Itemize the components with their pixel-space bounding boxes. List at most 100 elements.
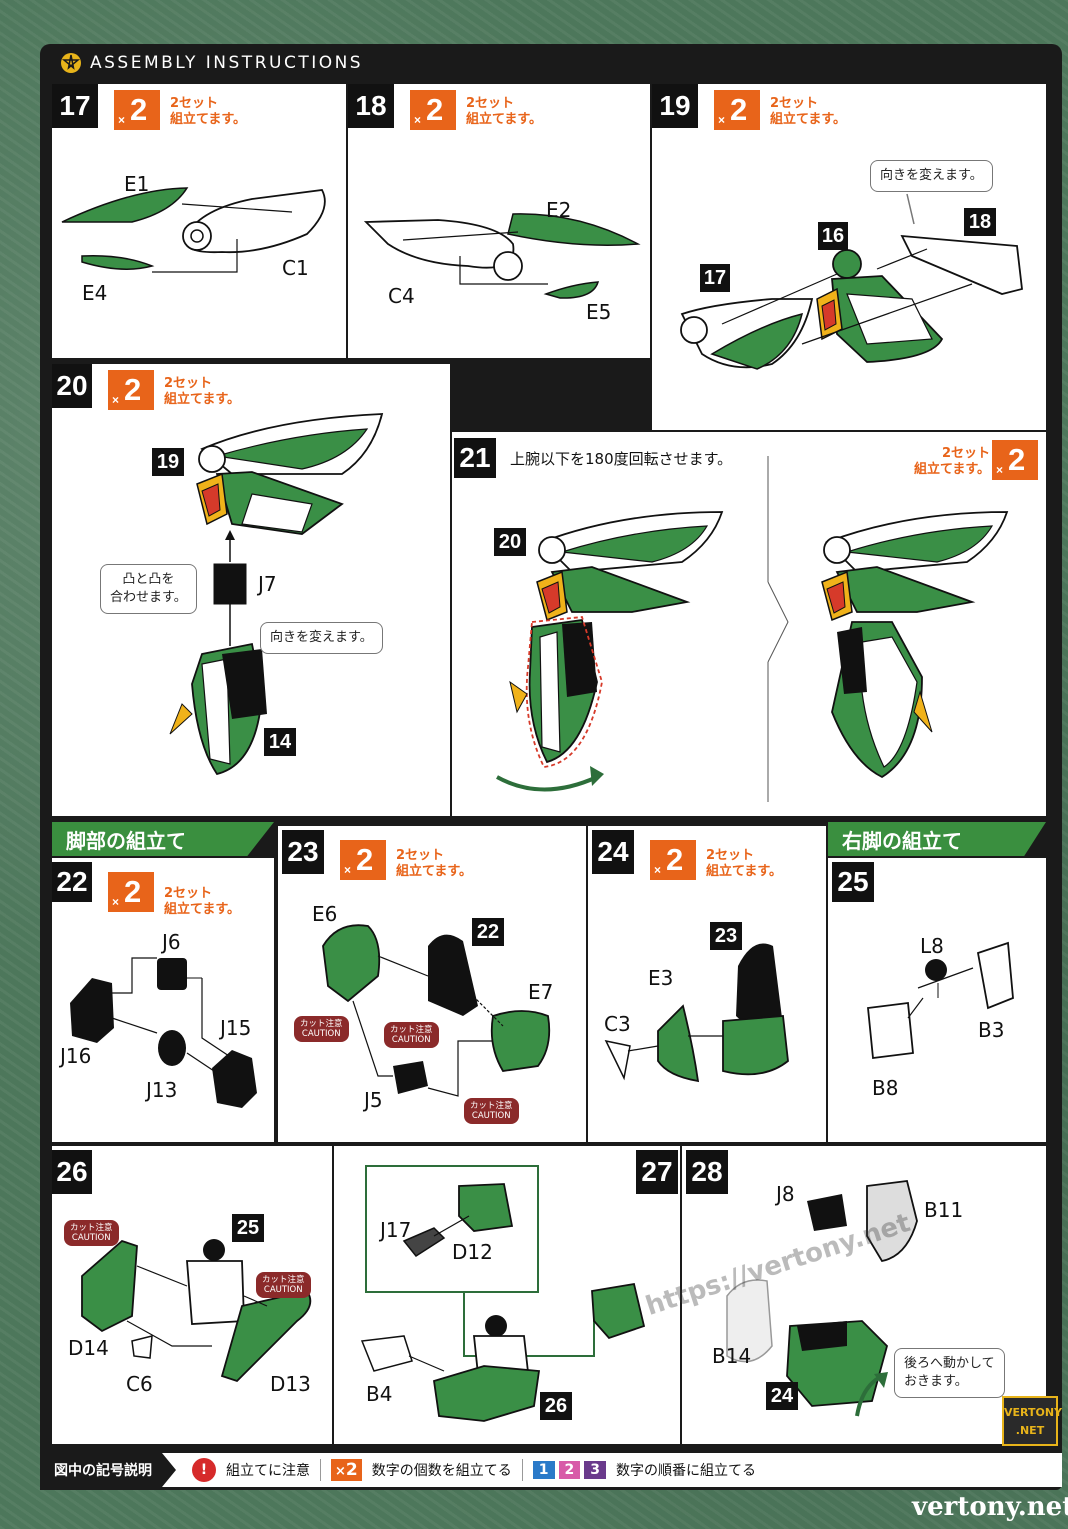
x2-badge: ×2 [108, 872, 154, 912]
x2-text: 2セット組立てます。 [706, 848, 783, 879]
part-label: C4 [388, 284, 415, 308]
step-17-panel: 17 ×2 2セット組立てます。 E1 C1 E4 [52, 84, 346, 358]
part-label: D12 [452, 1240, 493, 1264]
part-label: J7 [258, 572, 277, 596]
part-label: E6 [312, 902, 338, 926]
x2-text: 2セット組立てます。 [770, 96, 847, 127]
part-label: E3 [648, 966, 674, 990]
subassembly-label: 23 [710, 922, 742, 950]
step-22-panel: 22 ×2 2セット組立てます。 J6 J15 J16 J13 [52, 858, 274, 1142]
part-label: L8 [920, 934, 944, 958]
step-20-diagram [169, 413, 384, 776]
part-label: J5 [364, 1088, 383, 1112]
watermark-badge: VERTONY.NET [1002, 1396, 1062, 1446]
part-label: J6 [162, 930, 181, 954]
step-19-diagram [680, 193, 1023, 370]
x2-text: 2セット組立てます。 [170, 96, 247, 127]
order-1-icon: 1 [532, 1461, 555, 1479]
legend-body: ! 組立てに注意 ×2 数字の個数を組立てる 1 2 3 数字の順番に組立てる [162, 1453, 1062, 1487]
x2-text: 2セット組立てます。 [396, 848, 473, 879]
part-label: E5 [586, 300, 612, 324]
step-21-diagram [496, 456, 1009, 802]
x2-badge: ×2 [108, 370, 154, 410]
step-number: 28 [686, 1150, 728, 1194]
divider [521, 1459, 523, 1481]
watermark-site: vertony.net [912, 1492, 1068, 1522]
x2-badge: ×2 [714, 90, 760, 130]
legend-caution-text: 組立てに注意 [226, 1463, 310, 1479]
step-number: 25 [832, 862, 874, 902]
section-bar-right-leg: 右脚の組立て [828, 822, 1046, 856]
legend-bar: 図中の記号説明 ! 組立てに注意 ×2 数字の個数を組立てる 1 2 3 数字の… [40, 1450, 1062, 1490]
part-label: D14 [68, 1336, 109, 1360]
step-24-diagram [604, 943, 789, 1083]
alignment-callout: 凸と凸を合わせます。 [100, 564, 197, 614]
step-21-panel: 21 上腕以下を180度回転させます。 2セット組立てます。 ×2 20 [452, 432, 1046, 816]
part-label: E7 [528, 980, 554, 1004]
caution-icon: ! [192, 1458, 216, 1482]
header-title: Assembly Instructions [90, 53, 364, 73]
step-28-diagram [726, 1180, 918, 1417]
step-number: 26 [52, 1150, 92, 1194]
step-number: 18 [348, 84, 394, 128]
part-label: C1 [282, 256, 309, 280]
legend-order-text: 数字の順番に組立てる [616, 1463, 756, 1479]
part-label: C6 [126, 1372, 153, 1396]
step-18-panel: 18 ×2 2セット組立てます。 E2 C4 E5 [348, 84, 650, 358]
part-label: E4 [82, 281, 108, 305]
x2-badge: ×2 [340, 840, 386, 880]
part-label: B4 [366, 1382, 393, 1406]
step-25-panel: 25 L8 B3 B8 [828, 858, 1046, 1142]
part-label: B14 [712, 1344, 752, 1368]
subassembly-label: 26 [540, 1392, 572, 1420]
legend-title: 図中の記号説明 [40, 1450, 166, 1490]
header: Assembly Instructions [60, 52, 363, 74]
subassembly-label: 17 [700, 264, 730, 292]
step-23-diagram [322, 924, 551, 1097]
subassembly-label: 22 [472, 918, 504, 946]
step-number: 17 [52, 84, 98, 128]
section-bar-leg: 脚部の組立て [52, 822, 274, 856]
move-back-callout: 後ろへ動かしておきます。 [894, 1348, 1005, 1398]
part-label: J13 [146, 1078, 178, 1102]
star-emblem-icon [61, 53, 81, 73]
step-24-panel: 24 ×2 2セット組立てます。 23 E3 C3 [588, 826, 826, 1142]
step-number: 20 [52, 364, 92, 408]
orientation-callout: 向きを変えます。 [870, 160, 993, 192]
step-20-panel: 20 ×2 2セット組立てます。 19 J7 14 凸と凸を合わせます。 向きを… [52, 364, 450, 816]
subassembly-label: 20 [494, 528, 526, 556]
part-label: D13 [270, 1372, 311, 1396]
part-label: E2 [546, 198, 572, 222]
part-label: E1 [124, 172, 150, 196]
divider [320, 1459, 321, 1481]
order-3-icon: 3 [584, 1461, 606, 1479]
subassembly-label: 16 [818, 222, 848, 250]
step-number: 24 [592, 830, 634, 874]
x2-badge: ×2 [114, 90, 160, 130]
step-18-diagram [363, 213, 641, 299]
part-label: B3 [978, 1018, 1005, 1042]
step-26-diagram [81, 1239, 312, 1383]
x2-text: 2セット組立てます。 [164, 376, 241, 407]
step-number: 22 [52, 862, 92, 902]
part-label: J16 [60, 1044, 92, 1068]
x2-text: 2セット組立てます。 [914, 446, 991, 477]
part-label: C3 [604, 1012, 631, 1036]
part-label: J15 [220, 1016, 252, 1040]
x2-badge: ×2 [992, 440, 1038, 480]
subassembly-label: 18 [964, 208, 996, 236]
step-27-diagram [360, 1165, 646, 1422]
step-number: 27 [636, 1150, 678, 1194]
step-17-diagram [61, 187, 326, 273]
part-label: B11 [924, 1198, 964, 1222]
step-number: 21 [454, 438, 496, 478]
step-22-diagram [70, 957, 257, 1108]
step-28-panel: 28 J8 B11 B14 24 後ろへ動かしておきます。 [682, 1146, 1046, 1444]
orientation-callout: 向きを変えます。 [260, 622, 383, 654]
step-21-instruction: 上腕以下を180度回転させます。 [510, 450, 733, 468]
